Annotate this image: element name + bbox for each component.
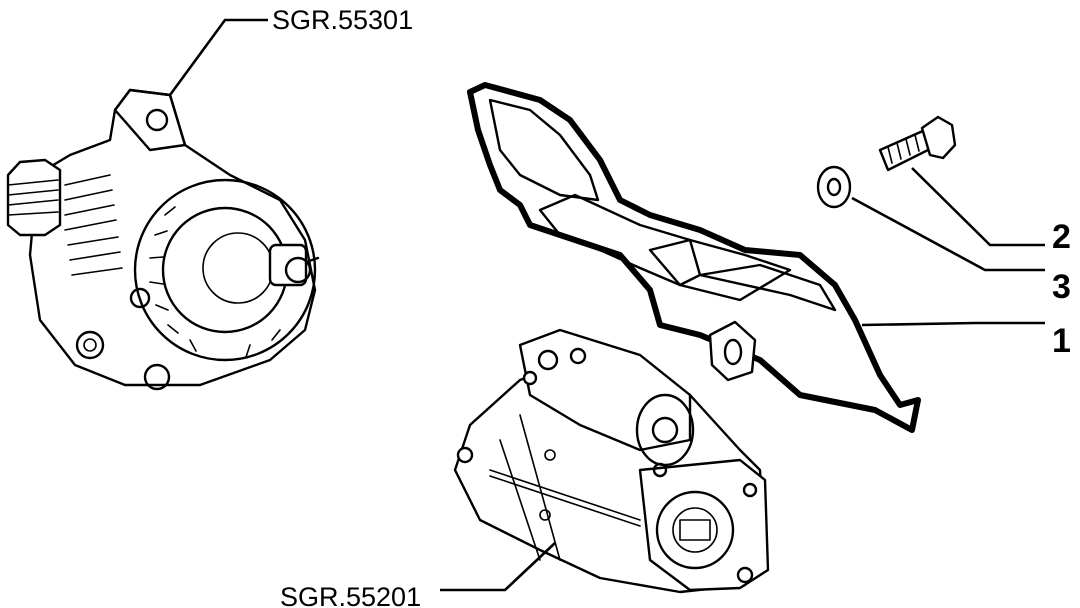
alternator-reference: SGR.55301 [272,5,413,35]
washer-drawing [816,165,852,209]
leader-washer [851,196,1045,272]
callout-bolt: 2 [1052,218,1071,256]
callout-washer: 3 [1052,268,1071,306]
leader-alternator [168,18,268,96]
leader-bolt [911,167,1045,247]
leader-cover [861,321,1045,327]
starter-reference: SGR.55201 [280,582,421,608]
leader-starter [440,542,556,592]
bolt-drawing [878,115,957,172]
callout-cover: 1 [1052,322,1071,360]
alternator-drawing [6,88,320,391]
starter-motor-drawing [453,328,770,594]
heat-shield-drawing [467,82,921,433]
